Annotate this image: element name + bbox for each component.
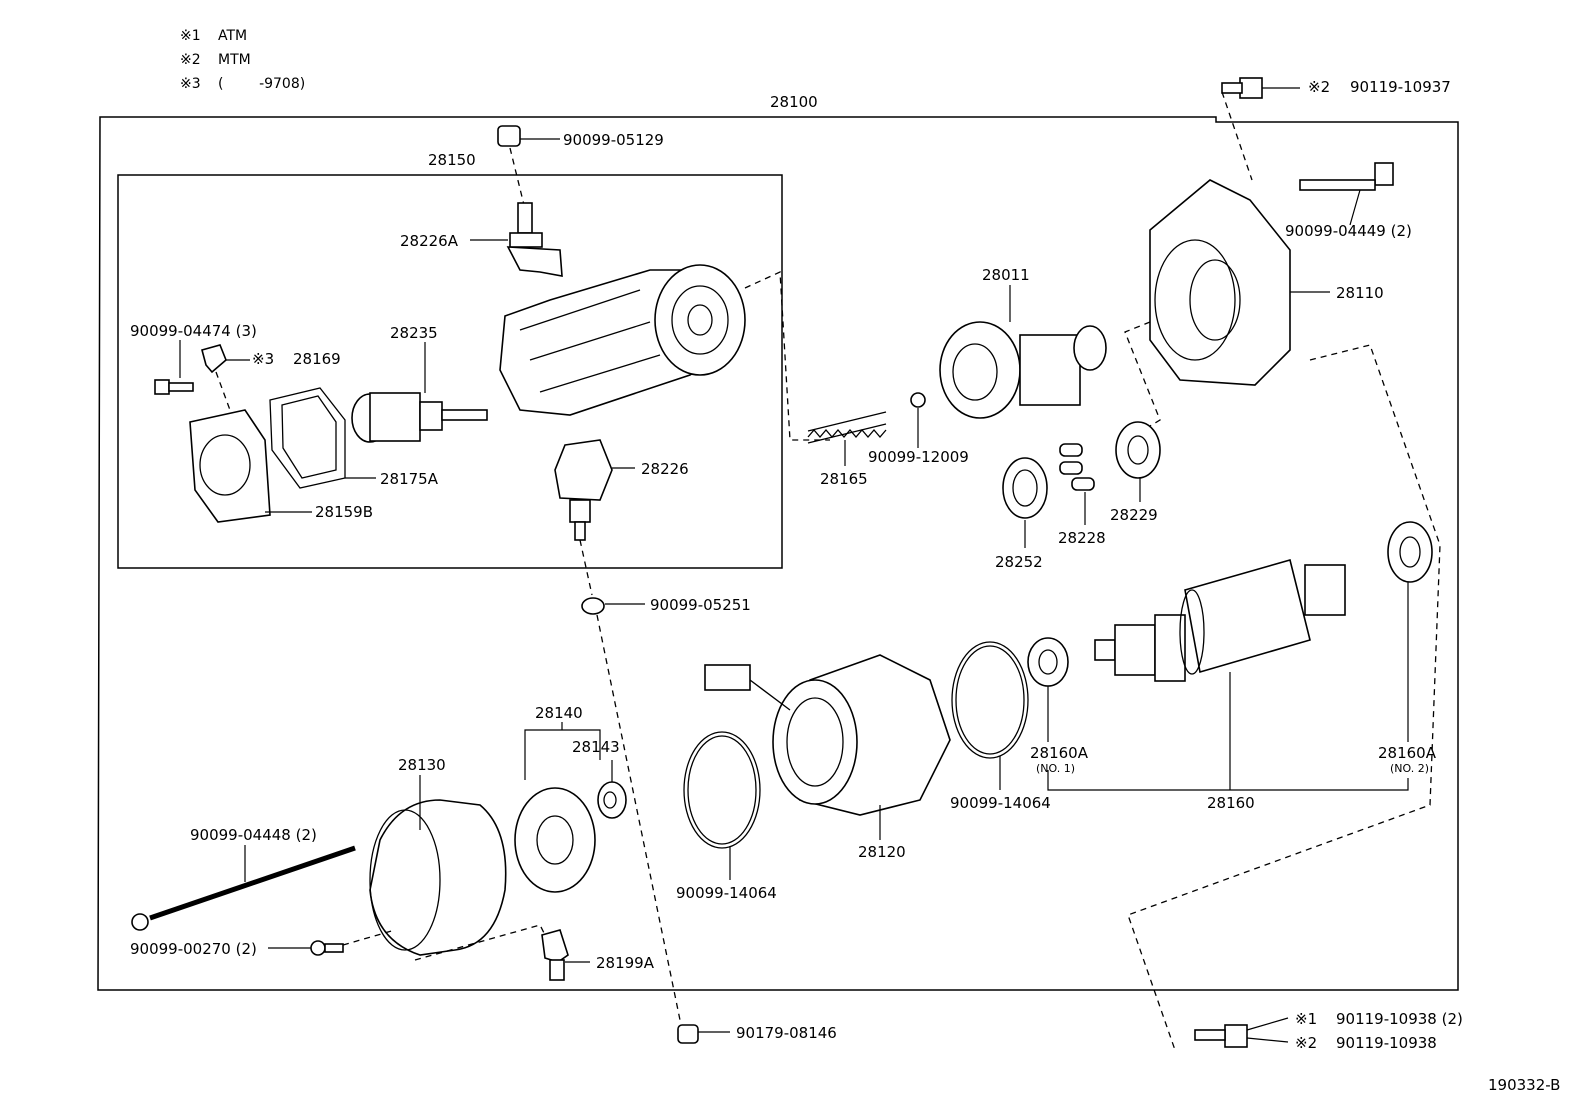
legend-mark-1: ※1 <box>180 28 201 44</box>
dashed-leader <box>215 371 231 411</box>
label-28150: 28150 <box>428 151 476 169</box>
bearing-28160A-no2 <box>1387 521 1433 742</box>
o-ring-90099-14064-left <box>683 731 761 880</box>
label-28160A-no2: 28160A <box>1378 744 1437 762</box>
yoke-28120 <box>704 654 951 840</box>
dashed-leader <box>342 929 396 946</box>
label-28199A: 28199A <box>596 954 655 972</box>
legend-mark-3: ※3 <box>180 76 201 92</box>
label-90099-04449: 90099-04449 (2) <box>1285 222 1412 240</box>
label-28160A-no1-sub: (NO. 1) <box>1036 762 1075 775</box>
label-90119-10938-a: 90119-10938 (2) <box>1336 1010 1463 1028</box>
label-28252: 28252 <box>995 553 1043 571</box>
retainer-28229 <box>1115 421 1161 502</box>
label-28160: 28160 <box>1207 794 1255 812</box>
bracket-28160 <box>1047 770 1409 791</box>
legend-text-3: ( -9708) <box>218 76 305 92</box>
o-ring-90099-14064-right <box>951 641 1029 790</box>
figure-id: 190332-B <box>1488 1076 1560 1094</box>
plunger-28235 <box>351 342 488 443</box>
label-90119-10938-b: 90119-10938 <box>1336 1034 1437 1052</box>
dashed-leader-right <box>1127 344 1441 1051</box>
gasket-28175A <box>269 387 346 489</box>
label-28159B: 28159B <box>315 503 373 521</box>
legend-mark-2: ※2 <box>180 52 201 68</box>
brush-spring-28143 <box>597 760 627 819</box>
dashed-leader-housing <box>744 271 830 441</box>
housing-28110 <box>1149 179 1330 386</box>
ball-90099-12009 <box>910 392 926 448</box>
mark-90119-10938-b: ※2 <box>1295 1034 1317 1052</box>
label-28235: 28235 <box>390 324 438 342</box>
mark-90119-10938-a: ※1 <box>1295 1010 1317 1028</box>
mark-90119-10937: ※2 <box>1308 78 1330 96</box>
label-28169: 28169 <box>293 350 341 368</box>
label-90099-05129: 90099-05129 <box>563 131 664 149</box>
bolt-90099-04474 <box>154 340 194 395</box>
dashed-leader-long <box>596 614 681 1021</box>
dashed-leader <box>579 539 593 596</box>
label-28120: 28120 <box>858 843 906 861</box>
label-28226A: 28226A <box>400 232 459 250</box>
label-28130: 28130 <box>398 756 446 774</box>
legend-text-1: ATM <box>218 28 247 44</box>
label-28229: 28229 <box>1110 506 1158 524</box>
nut-90099-05251 <box>581 597 645 615</box>
gear-28252 <box>1002 457 1048 548</box>
solenoid-housing <box>499 264 746 416</box>
bolt-90099-04449 <box>1299 162 1394 226</box>
assembly-box-28100 <box>97 116 1459 991</box>
label-28175A: 28175A <box>380 470 439 488</box>
legend-text-2: MTM <box>218 52 251 68</box>
bearing-28160A-no1 <box>1027 637 1069 742</box>
label-28011: 28011 <box>982 266 1030 284</box>
mark-28169: ※3 <box>252 350 274 368</box>
terminal-28226A <box>506 202 563 277</box>
label-90179-08146: 90179-08146 <box>736 1024 837 1042</box>
nut-90179-08146 <box>677 1024 730 1044</box>
grommet-28199A <box>541 929 590 981</box>
label-28226: 28226 <box>641 460 689 478</box>
label-90099-05251: 90099-05251 <box>650 596 751 614</box>
label-28143: 28143 <box>572 738 620 756</box>
screw-90099-00270 <box>268 940 344 956</box>
label-28160A-no2-sub: (NO. 2) <box>1390 762 1429 775</box>
label-90099-14064-left: 90099-14064 <box>676 884 777 902</box>
label-28140: 28140 <box>535 704 583 722</box>
spring-28165 <box>807 411 887 466</box>
rollers-28228 <box>1059 443 1095 525</box>
brush-holder-28140 <box>514 722 601 893</box>
end-frame-28130 <box>369 775 507 956</box>
label-28100: 28100 <box>770 93 818 111</box>
through-bolt-90099-04448 <box>131 845 356 931</box>
label-28110: 28110 <box>1336 284 1384 302</box>
label-90099-04448: 90099-04448 (2) <box>190 826 317 844</box>
clutch-28011 <box>939 285 1107 419</box>
label-28160A-no1: 28160A <box>1030 744 1089 762</box>
clip-28169 <box>201 344 227 374</box>
dashed-leader <box>1221 91 1253 181</box>
terminal-28226 <box>554 439 635 541</box>
label-90099-14064-right: 90099-14064 <box>950 794 1051 812</box>
sub-assembly-box-28150 <box>117 174 783 569</box>
label-28228: 28228 <box>1058 529 1106 547</box>
nut-90099-05129 <box>497 125 560 147</box>
legend: ※1 ATM ※2 MTM ※3 ( -9708) <box>180 28 305 92</box>
label-90119-10937: 90119-10937 <box>1350 78 1451 96</box>
cover-28159B <box>189 409 271 523</box>
armature-28160 <box>1094 559 1346 790</box>
label-90099-12009: 90099-12009 <box>868 448 969 466</box>
dashed-leader <box>509 147 525 206</box>
bolt-90119-10938 <box>1194 1017 1289 1048</box>
label-90099-00270: 90099-00270 (2) <box>130 940 257 958</box>
label-28165: 28165 <box>820 470 868 488</box>
label-90099-04474: 90099-04474 (3) <box>130 322 257 340</box>
bolt-90119-10937 <box>1221 77 1300 99</box>
